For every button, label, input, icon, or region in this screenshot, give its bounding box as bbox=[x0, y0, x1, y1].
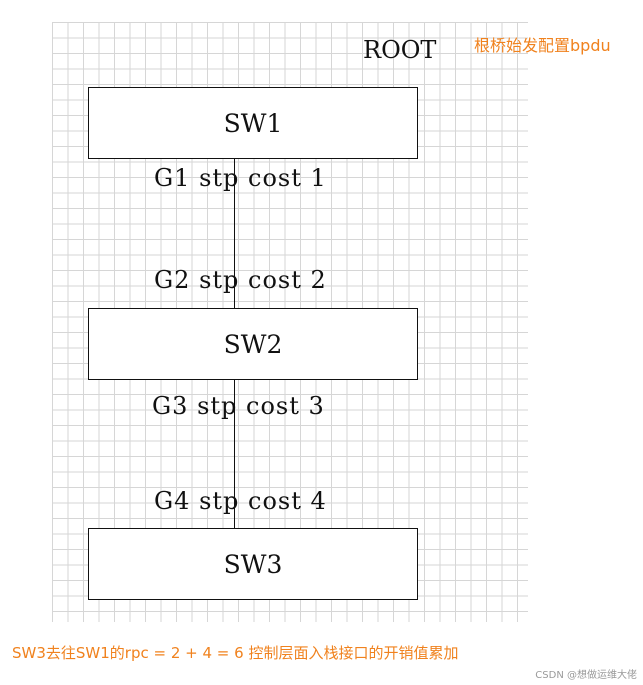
port-g4-label: G4 stp cost 4 bbox=[154, 487, 327, 515]
switch-sw1-label: SW1 bbox=[223, 108, 283, 138]
switch-sw3-label: SW3 bbox=[223, 549, 283, 579]
link-sw2-sw3 bbox=[234, 380, 235, 528]
switch-sw1: SW1 bbox=[88, 87, 418, 159]
root-bridge-annotation: 根桥始发配置bpdu bbox=[474, 36, 611, 55]
csdn-watermark: CSDN @想做运维大佬 bbox=[535, 670, 637, 681]
link-sw1-sw2 bbox=[234, 159, 235, 308]
root-label: ROOT bbox=[363, 36, 437, 64]
switch-sw3: SW3 bbox=[88, 528, 418, 600]
switch-sw2: SW2 bbox=[88, 308, 418, 380]
port-g3-label: G3 stp cost 3 bbox=[152, 392, 325, 420]
switch-sw2-label: SW2 bbox=[223, 329, 283, 359]
rpc-calculation-annotation: SW3去往SW1的rpc = 2 + 4 = 6 控制层面入栈接口的开销值累加 bbox=[12, 644, 459, 662]
port-g2-label: G2 stp cost 2 bbox=[154, 266, 327, 294]
port-g1-label: G1 stp cost 1 bbox=[154, 164, 327, 192]
